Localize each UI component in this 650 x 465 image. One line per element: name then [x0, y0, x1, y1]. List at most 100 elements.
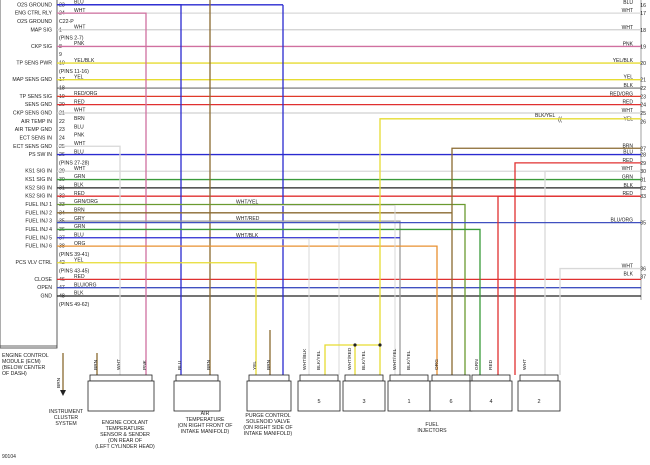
air-connector-body — [173, 380, 221, 412]
component-label: SYSTEM — [55, 421, 76, 427]
right-wire-label: RED — [622, 191, 633, 197]
wire-color-label: GRN — [74, 174, 86, 180]
wire-color-label: BLU/ORG — [74, 282, 97, 288]
ecm-label: ENGINE CONTROL — [2, 353, 49, 359]
ecm-label: OF DASH) — [2, 371, 27, 377]
bottom-wire-label: ORG — [434, 359, 440, 370]
ect-connector-body — [87, 380, 155, 412]
bottom-wire-label: BRN — [93, 359, 99, 370]
ecm-pin-label: MAP SENS GND — [12, 77, 52, 83]
injector-2-body — [517, 380, 561, 412]
injector-5-body — [297, 380, 341, 412]
ecm-pin-number: (PINS 2-7) — [59, 36, 84, 42]
injector-2-plug — [519, 374, 559, 382]
bottom-wire-label: BLK/YEL — [406, 350, 412, 370]
mid-wire-label: WHT/BLK — [236, 233, 259, 239]
injector-6-plug — [431, 374, 471, 382]
right-wire-label: GRN — [622, 175, 634, 181]
ecm-pin-label: KS2 SIG IN — [25, 194, 52, 200]
bottom-wire-label: WHT — [116, 359, 122, 370]
right-wire-label: WHT — [622, 264, 633, 270]
right-wire-label: WHT — [622, 108, 633, 114]
component-label: INSTRUMENT — [49, 409, 84, 415]
component-label: PURGE CONTROL — [245, 413, 290, 419]
component-label: (ON REAR OF — [108, 438, 142, 444]
right-wire-label: BLK — [624, 272, 634, 278]
right-wire-label: RED/ORG — [610, 91, 633, 97]
wire-color-label: GRN/ORG — [74, 199, 98, 205]
component-label: TEMPERATURE — [106, 426, 145, 432]
wire-color-label: PNK — [74, 133, 85, 139]
wire-air-blu — [57, 4, 182, 375]
wire-color-label: PNK — [74, 41, 85, 47]
bottom-wire-label: RED — [488, 359, 494, 370]
right-pin-number: 36 — [640, 267, 646, 273]
bottom-wire-label: BLU — [177, 360, 183, 370]
wire-color-label: YEL — [74, 74, 84, 80]
wire-color-label: BLU — [74, 124, 84, 130]
purge-connector-body — [246, 380, 292, 412]
ecm-pin-label: PCS VLV CTRL — [15, 260, 52, 266]
right-pin-number: 30 — [640, 169, 646, 175]
ecm-label: MODULE (ECM) — [2, 359, 41, 365]
ecm-pin-label: AIR TEMP GND — [15, 127, 53, 133]
injector-1-plug — [389, 374, 429, 382]
mid-wire-label: WHT/YEL — [236, 200, 258, 206]
right-pin-number: 37 — [640, 275, 646, 281]
wire-color-label: WHT — [74, 24, 85, 30]
ecm-pin-number: 24 — [59, 135, 65, 141]
wire-inj6-org — [57, 245, 438, 375]
ecm-pin-number: (PINS 39-41) — [59, 252, 90, 258]
right-wire-label: YEL — [624, 75, 634, 81]
injector-number: 2 — [537, 399, 540, 405]
ecm-pin-label: KS1 SIG IN — [25, 169, 52, 175]
wire-color-label: WHT — [74, 108, 85, 114]
wire-blk-yel — [379, 118, 562, 375]
wire-wht-yel — [238, 205, 396, 375]
component-label: INTAKE MANIFOLD) — [244, 431, 293, 437]
right-wire-label: WHT — [622, 8, 633, 14]
wire-color-label: BLK — [74, 183, 84, 189]
ecm-pin-number: (PINS 27-28) — [59, 160, 90, 166]
ecm-pin-label: OPEN — [37, 285, 52, 291]
wire-ect-pnk — [57, 12, 147, 375]
ecm-pin-label: AIR TEMP IN — [21, 119, 52, 125]
ecm-pin-number: 9 — [59, 52, 62, 58]
right-wire-label: RED — [622, 100, 633, 106]
right-wire-label: PNK — [623, 41, 634, 47]
right-pin-number: 31 — [640, 178, 646, 184]
wire-color-label: BLK — [74, 291, 84, 297]
right-wire-label: BRN — [622, 143, 633, 149]
ecm-box — [0, 0, 58, 349]
right-pin-number: 16 — [640, 3, 646, 9]
component-label: ENGINE COOLANT — [102, 420, 149, 426]
ecm-pin-label: TP SENS PWR — [16, 61, 52, 67]
injector-4-body — [469, 380, 513, 412]
bottom-wire-label: WHT/RED — [347, 347, 353, 370]
wire-color-label: GRN — [74, 224, 86, 230]
mid-wire-label: WHT/RED — [236, 216, 260, 222]
right-pin-number: 22 — [640, 86, 646, 92]
ecm-pin-label: KS1 SIG IN — [25, 177, 52, 183]
right-pin-number: 21 — [640, 78, 646, 84]
ecm-pin-label: CKP SENS GND — [13, 110, 52, 116]
ecm-pin-label: PS SW IN — [29, 152, 53, 158]
bottom-wire-label: BRN — [266, 359, 272, 370]
wire-wht-36 — [559, 267, 641, 375]
component-label: INTAKE MANIFOLD) — [181, 429, 230, 435]
right-pin-number: 19 — [640, 44, 646, 50]
ecm-pin-label: MAP SIG — [30, 27, 52, 33]
wire-inj6-brn — [451, 147, 641, 375]
bottom-wire-label: BRN — [206, 359, 212, 370]
right-pin-number: 24 — [640, 103, 646, 109]
injector-number: 6 — [449, 399, 452, 405]
right-wire-label: BLK — [624, 83, 634, 89]
arrow-icon — [60, 390, 66, 396]
right-pin-number: 20 — [640, 61, 646, 67]
ecm-pin-label: FUEL INJ 6 — [25, 244, 52, 250]
ecm-pin-label: CKP SIG — [31, 44, 52, 50]
right-pin-number: 29 — [640, 161, 646, 167]
ecm-pin-label: FUEL INJ 4 — [25, 227, 52, 233]
bottom-wire-label: PNK — [142, 359, 148, 370]
